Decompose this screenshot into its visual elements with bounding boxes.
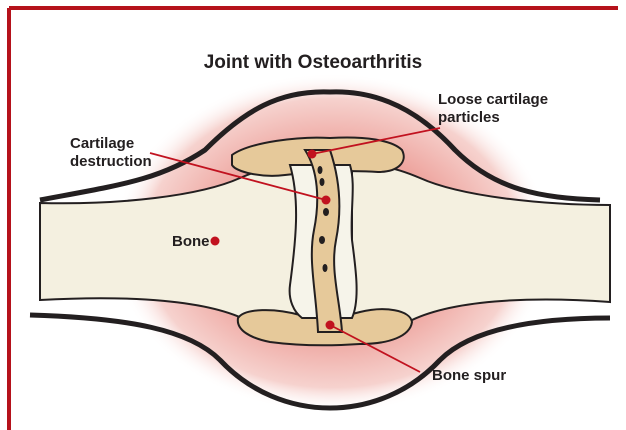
diagram-title: Joint with Osteoarthritis bbox=[204, 52, 423, 73]
label-loose-cartilage-line1: Loose cartilage bbox=[438, 91, 548, 108]
marker-cartilage-destruction bbox=[322, 196, 331, 205]
particle bbox=[323, 208, 329, 216]
label-cartilage-destruction-line1: Cartilage bbox=[70, 135, 134, 152]
label-cartilage-destruction-line2: destruction bbox=[70, 153, 152, 170]
label-bone: Bone bbox=[172, 233, 210, 250]
marker-bone-spur bbox=[326, 321, 335, 330]
marker-bone bbox=[211, 237, 220, 246]
particle bbox=[319, 236, 325, 244]
label-bone-spur: Bone spur bbox=[432, 367, 506, 384]
marker-loose-cartilage bbox=[308, 150, 317, 159]
particle bbox=[320, 178, 325, 186]
particle bbox=[318, 166, 323, 174]
particle bbox=[323, 264, 328, 272]
label-loose-cartilage-line2: particles bbox=[438, 109, 500, 126]
